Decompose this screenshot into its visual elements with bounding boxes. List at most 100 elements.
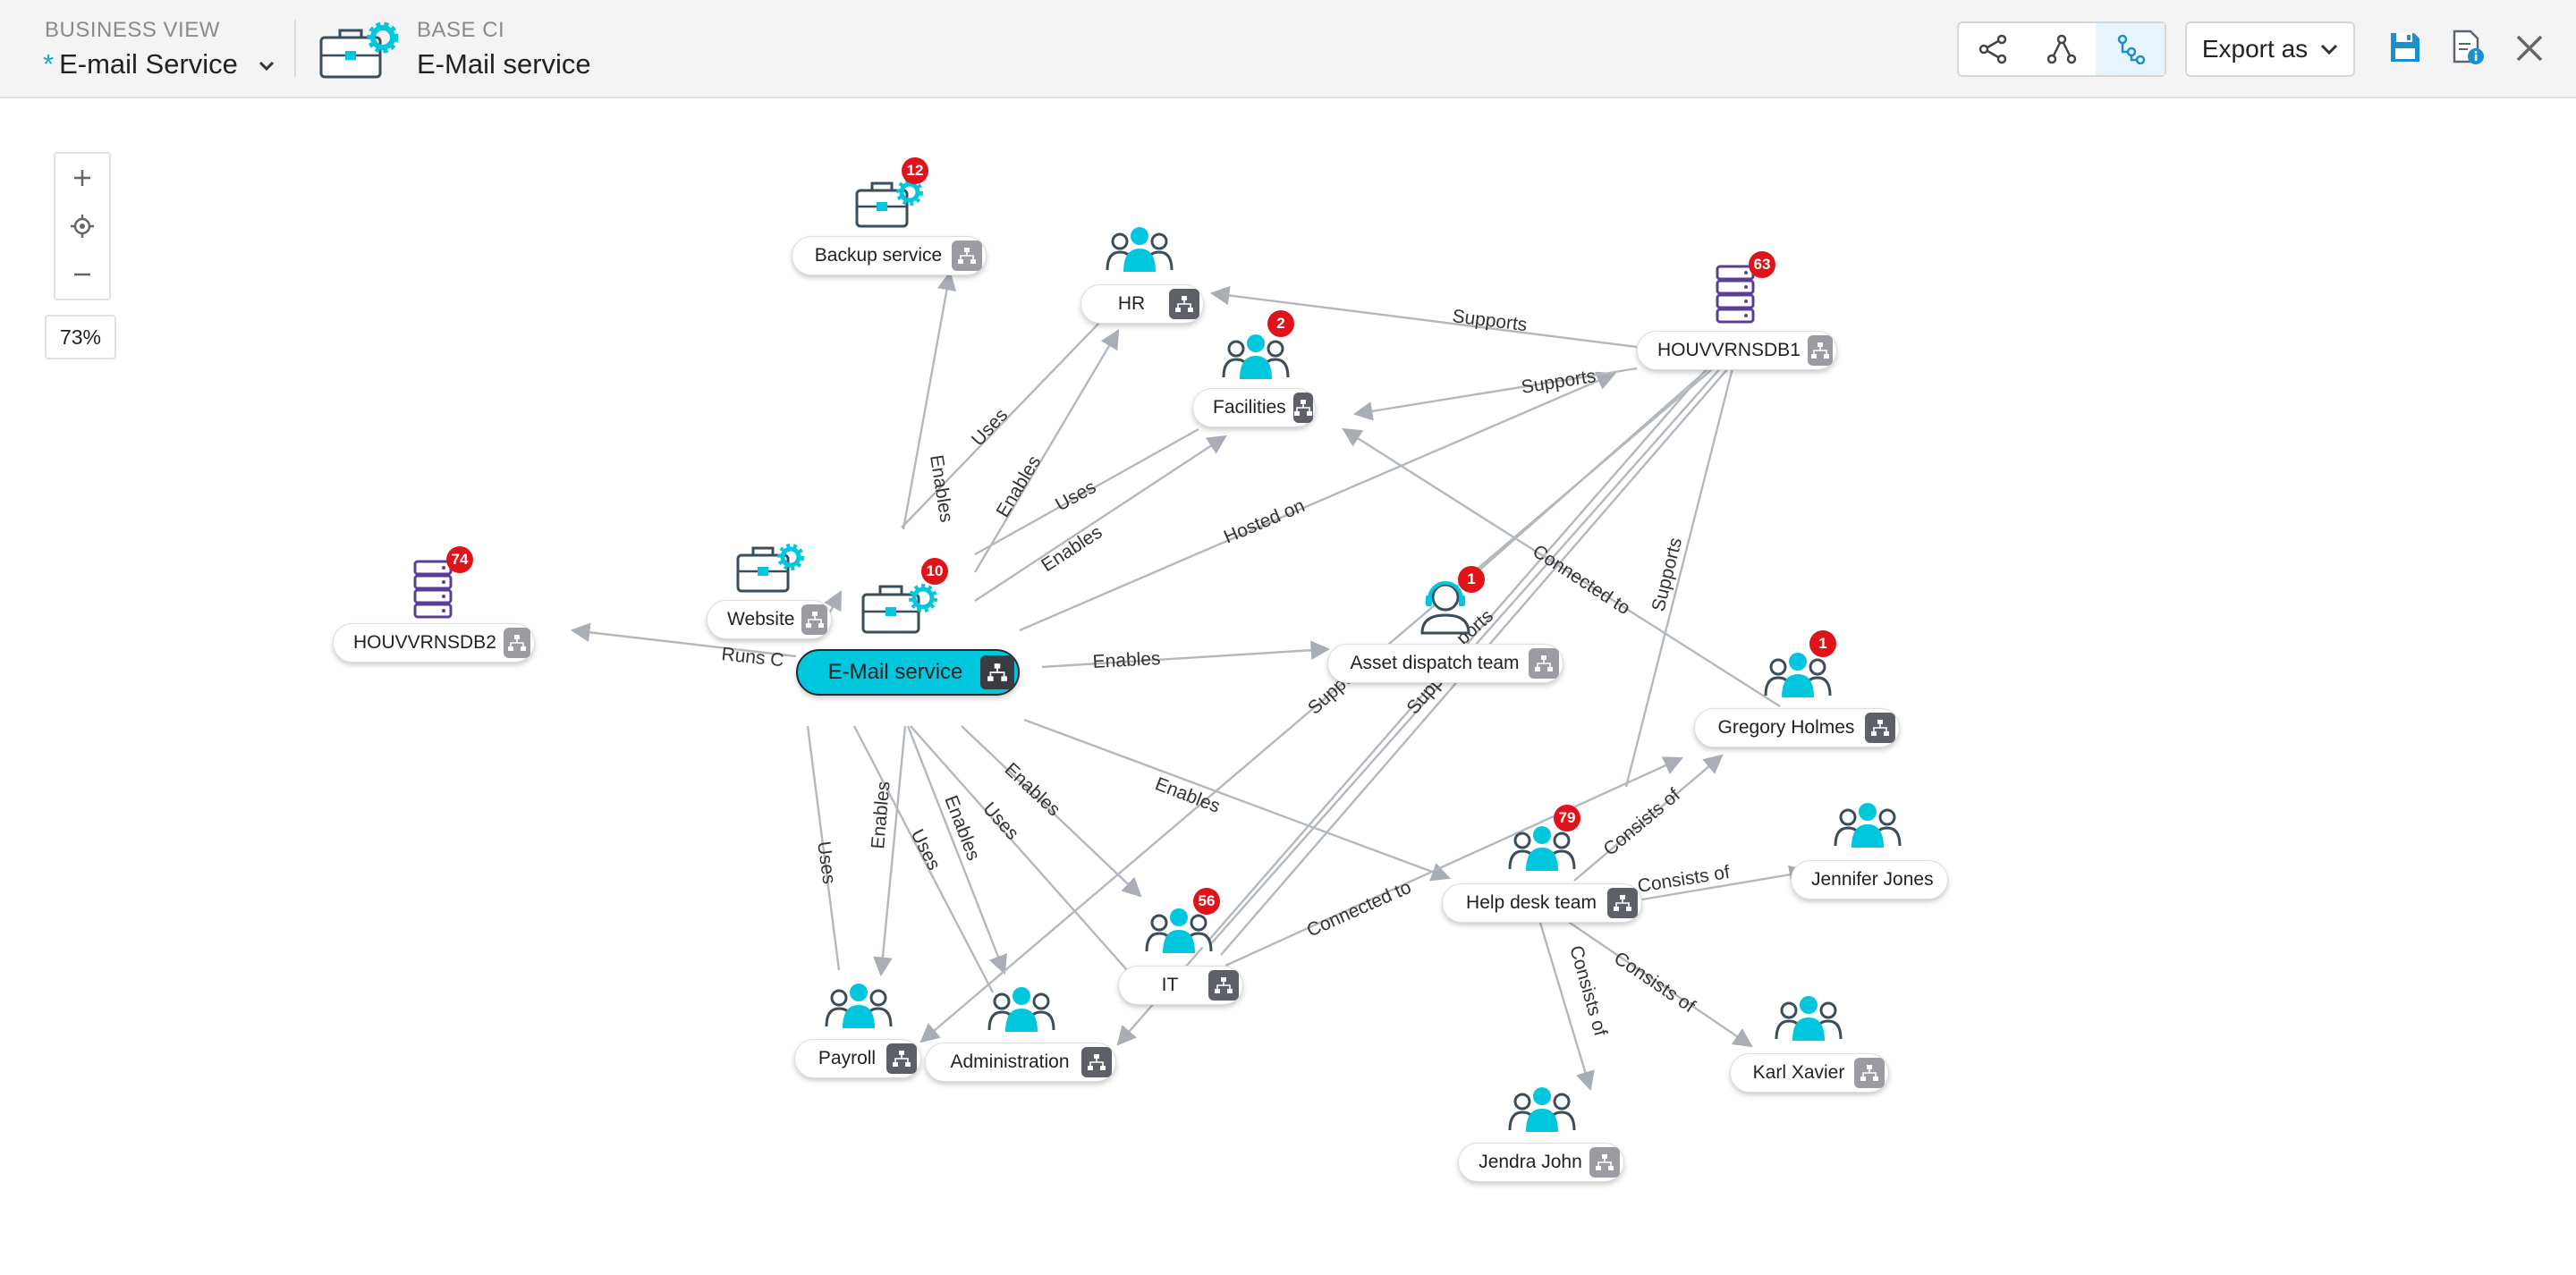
node-label: Asset dispatch team — [1350, 653, 1520, 673]
business-view-value: E-mail Service — [59, 48, 238, 80]
edge-label-consists-of: Consists of — [1599, 784, 1683, 859]
edge-email-facilities-uses — [974, 427, 1199, 556]
user-group-icon — [825, 984, 893, 1028]
node-gregory-holmes[interactable]: Gregory Holmes — [1694, 708, 1900, 747]
node-karl-xavier[interactable]: Karl Xavier — [1730, 1053, 1889, 1093]
node-email-service-selected[interactable]: E-Mail service — [796, 649, 1020, 696]
edge-db1-helpdesk-supports — [1624, 364, 1735, 788]
node-hierarchy-button[interactable] — [503, 628, 530, 658]
node-hierarchy-button[interactable] — [1589, 1147, 1620, 1178]
user-group-icon — [1106, 227, 1174, 272]
node-hierarchy-button[interactable] — [801, 604, 827, 635]
business-view-label: BUSINESS VIEW — [45, 18, 220, 42]
edge-email-asset-enables — [1041, 640, 1331, 669]
edge-email-payroll-enables — [873, 725, 907, 977]
edge-label-enables: Enables — [868, 781, 894, 850]
edge-label-consists-of: Consists of — [1610, 948, 1699, 1017]
node-administration[interactable]: Administration — [925, 1043, 1116, 1082]
node-backup-service[interactable]: Backup service — [792, 236, 987, 275]
close-button[interactable] — [2512, 30, 2547, 66]
node-facilities[interactable]: Facilities — [1192, 388, 1316, 427]
export-as-label: Export as — [2201, 35, 2309, 63]
node-houvvrnsdb1[interactable]: HOUVVRNSDB1 — [1637, 331, 1837, 370]
database-server-icon — [413, 560, 453, 619]
node-hierarchy-button[interactable] — [1607, 888, 1638, 918]
edge-label-supports: Supports — [1520, 366, 1597, 398]
node-label: Gregory Holmes — [1717, 717, 1855, 738]
business-service-icon — [855, 179, 923, 228]
layout-tree-button[interactable] — [2096, 23, 2165, 75]
node-label: Payroll — [818, 1048, 877, 1068]
node-it[interactable]: IT — [1118, 966, 1243, 1005]
hierarchy-icon — [1293, 400, 1312, 416]
layout-radial-button[interactable] — [1959, 23, 2028, 75]
edge-email-admin-enables — [906, 725, 1007, 975]
details-button[interactable] — [2449, 29, 2487, 66]
layout-hierarchical-button[interactable] — [2028, 23, 2097, 75]
alert-badge: 2 — [1267, 310, 1294, 337]
business-view-selector[interactable]: *E-mail Service — [43, 48, 275, 80]
node-houvvrnsdb2[interactable]: HOUVVRNSDB2 — [333, 623, 535, 663]
alert-badge: 74 — [446, 546, 473, 573]
edge-email-it-enables — [961, 725, 1142, 898]
edge-it-helpdesk — [1224, 756, 1683, 967]
alert-badge: 79 — [1554, 805, 1580, 832]
radial-layout-icon — [1979, 34, 2007, 64]
edge-label-enables: Enables — [1001, 759, 1064, 821]
edge-email-facilities-enables — [974, 435, 1227, 603]
zoom-in-button[interactable] — [55, 154, 109, 202]
node-label: Website — [727, 609, 795, 629]
database-server-icon — [1716, 265, 1755, 324]
node-hierarchy-button[interactable] — [886, 1043, 917, 1074]
hierarchy-icon — [987, 663, 1007, 681]
edge-label-enables: Enables — [1092, 648, 1161, 672]
node-label: IT — [1161, 975, 1179, 995]
node-label: HOUVVRNSDB2 — [353, 632, 496, 653]
zoom-controls — [54, 152, 111, 300]
edge-db1-admin-supports — [1116, 364, 1711, 1046]
node-asset-dispatch-team[interactable]: Asset dispatch team — [1327, 644, 1563, 683]
node-hierarchy-button[interactable] — [1807, 335, 1833, 366]
node-help-desk-team[interactable]: Help desk team — [1442, 883, 1642, 923]
edge-label-uses: Uses — [813, 840, 839, 885]
edge-helpdesk-jennifer — [1636, 865, 1809, 902]
edge-label-runs-on: Runs C — [720, 644, 784, 671]
zoom-out-button[interactable] — [55, 250, 109, 299]
node-hierarchy-button[interactable] — [952, 241, 982, 271]
hierarchy-icon — [1860, 1065, 1878, 1081]
node-label: Administration — [950, 1051, 1070, 1072]
node-website[interactable]: Website — [707, 600, 832, 639]
user-group-icon — [1145, 908, 1213, 953]
hierarchy-icon — [958, 248, 976, 264]
node-hr[interactable]: HR — [1080, 284, 1204, 324]
edge-email-helpdesk-enables — [1023, 718, 1452, 882]
support-agent-icon — [1420, 581, 1470, 635]
document-info-icon — [2453, 30, 2484, 64]
node-hierarchy-button[interactable] — [1854, 1058, 1885, 1088]
node-hierarchy-button[interactable] — [1169, 289, 1199, 319]
edge-email-db2-runs — [570, 622, 797, 658]
node-hierarchy-button[interactable] — [1865, 713, 1895, 743]
node-label: E-Mail service — [827, 660, 963, 684]
node-hierarchy-button[interactable] — [1208, 970, 1239, 1001]
node-hierarchy-button[interactable] — [980, 655, 1014, 689]
hierarchy-icon — [1215, 977, 1233, 993]
node-jendra-john[interactable]: Jendra John — [1458, 1143, 1624, 1182]
node-hierarchy-button[interactable] — [1292, 393, 1313, 423]
chevron-down-icon — [2321, 44, 2338, 55]
relationship-edges: Uses Enables Enables Uses Enables Hosted… — [570, 270, 1809, 1092]
hierarchy-icon — [1535, 655, 1553, 671]
node-hierarchy-button[interactable] — [1529, 648, 1559, 679]
node-jennifer-jones[interactable]: Jennifer Jones — [1791, 860, 1948, 899]
zoom-fit-button[interactable] — [55, 202, 109, 250]
edge-email-backup — [902, 270, 957, 530]
edge-email-it-uses — [910, 725, 1128, 971]
node-hierarchy-button[interactable] — [1081, 1047, 1112, 1077]
save-button[interactable] — [2386, 29, 2424, 66]
user-group-icon — [1764, 653, 1832, 697]
node-payroll[interactable]: Payroll — [794, 1039, 921, 1078]
export-as-dropdown[interactable]: Export as — [2185, 21, 2355, 77]
edge-db1-asset-supports — [1466, 364, 1714, 582]
node-label: Help desk team — [1466, 892, 1597, 913]
business-service-icon — [319, 21, 399, 79]
